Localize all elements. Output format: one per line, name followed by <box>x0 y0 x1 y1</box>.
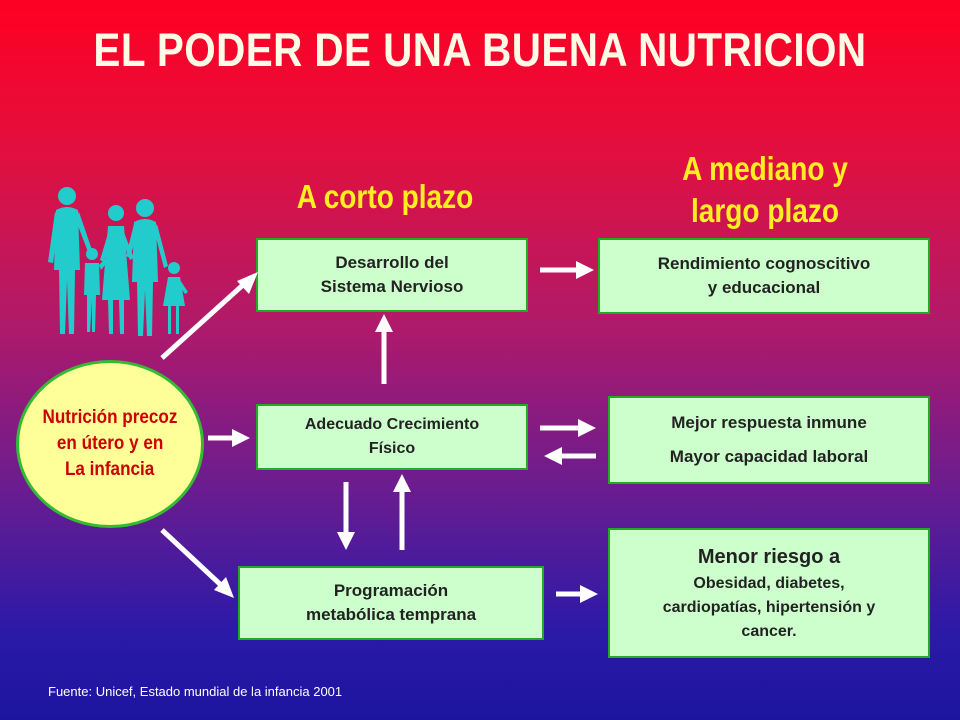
arrow-to-metabolic-programming <box>160 528 224 588</box>
ellipse-line3: La infancia <box>65 459 155 480</box>
page-title: EL PODER DE UNA BUENA NUTRICION <box>93 23 867 76</box>
physical-growth-box: Adecuado Crecimiento Físico <box>256 404 528 470</box>
early-nutrition-ellipse: Nutrición precoz en útero y en La infanc… <box>16 360 204 528</box>
long-term-heading: A mediano y largo plazo <box>659 148 872 232</box>
lower-risk-line3: cardiopatías, hipertensión y <box>662 599 876 616</box>
metabolic-programming-line1: Programación <box>333 581 449 600</box>
ellipse-line2: en útero y en <box>56 433 164 454</box>
immune-response-line2: Mayor capacidad laboral <box>669 447 869 466</box>
nervous-system-box: Desarrollo del Sistema Nervioso <box>256 238 528 312</box>
immune-response-box: Mejor respuesta inmune Mayor capacidad l… <box>608 396 930 484</box>
arrow-to-nervous-system <box>160 282 246 360</box>
metabolic-programming-box: Programación metabólica temprana <box>238 566 544 640</box>
lower-risk-line2: Obesidad, diabetes, <box>693 575 845 592</box>
physical-growth-line1: Adecuado Crecimiento <box>304 416 480 433</box>
lower-risk-line1: Menor riesgo a <box>697 546 841 568</box>
immune-response-line1: Mejor respuesta inmune <box>671 413 867 432</box>
cognitive-performance-line1: Rendimiento cognoscitivo <box>657 254 871 273</box>
long-term-heading-line2: largo plazo <box>690 192 840 229</box>
cognitive-performance-line2: y educacional <box>707 278 821 297</box>
lower-risk-box: Menor riesgo a Obesidad, diabetes, cardi… <box>608 528 930 658</box>
physical-growth-line2: Físico <box>368 440 416 457</box>
metabolic-programming-line2: metabólica temprana <box>305 605 477 624</box>
long-term-heading-line1: A mediano y <box>682 150 848 187</box>
short-term-heading: A corto plazo <box>296 178 474 215</box>
ellipse-line1: Nutrición precoz <box>42 407 178 428</box>
source-citation: Fuente: Unicef, Estado mundial de la inf… <box>48 684 343 699</box>
lower-risk-line4: cancer. <box>741 623 797 640</box>
nervous-system-line1: Desarrollo del <box>335 253 449 272</box>
cognitive-performance-box: Rendimiento cognoscitivo y educacional <box>598 238 930 314</box>
family-icon <box>48 187 188 336</box>
nervous-system-line2: Sistema Nervioso <box>320 277 464 296</box>
